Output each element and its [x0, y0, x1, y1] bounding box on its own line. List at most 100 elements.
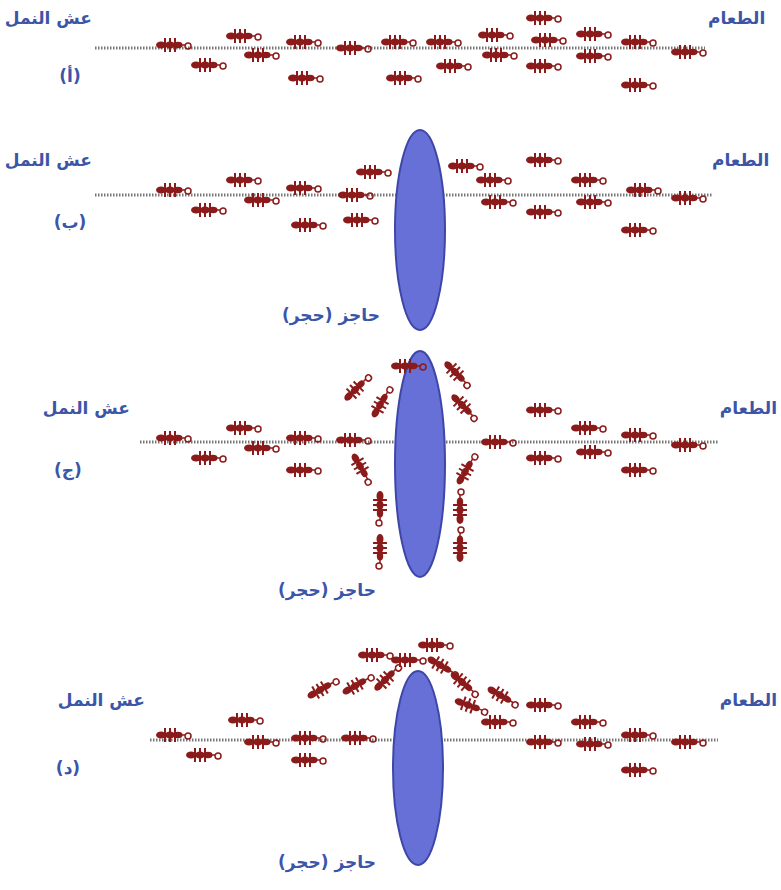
ant — [336, 433, 371, 447]
ant — [286, 431, 321, 445]
ant — [484, 682, 521, 712]
ant — [391, 653, 426, 667]
ant — [226, 173, 261, 187]
ant — [367, 383, 397, 420]
food-label: الطعام — [720, 398, 777, 418]
ant — [621, 35, 656, 49]
ant — [526, 735, 561, 749]
nest-label: عش النمل — [5, 150, 92, 170]
ant — [621, 763, 656, 777]
ant — [288, 71, 323, 85]
ant — [671, 45, 706, 59]
ant — [481, 195, 516, 209]
ant — [343, 213, 378, 227]
ant — [621, 463, 656, 477]
ant — [226, 29, 261, 43]
obstacle-label: حاجز (حجر) — [278, 580, 376, 600]
ant — [571, 421, 606, 435]
ant — [347, 450, 377, 487]
ant — [373, 534, 387, 569]
ant — [156, 183, 191, 197]
ant — [526, 11, 561, 25]
ant — [304, 673, 341, 703]
ant — [391, 359, 426, 373]
ant — [671, 735, 706, 749]
ant — [526, 205, 561, 219]
ant — [576, 27, 611, 41]
ant-group — [156, 638, 706, 777]
ant — [286, 35, 321, 49]
food-label: الطعام — [720, 690, 777, 710]
ant — [671, 438, 706, 452]
panel-letter: (أ) — [59, 66, 80, 86]
ant — [526, 451, 561, 465]
ant — [244, 735, 279, 749]
ant — [186, 748, 221, 762]
ant — [526, 59, 561, 73]
stone-obstacle — [393, 671, 443, 865]
ant — [571, 715, 606, 729]
ant — [291, 218, 326, 232]
ant — [621, 728, 656, 742]
ant — [476, 173, 511, 187]
ant — [339, 669, 376, 699]
ant — [448, 159, 483, 173]
ant — [621, 428, 656, 442]
ant — [576, 195, 611, 209]
ant — [156, 431, 191, 445]
ant — [526, 698, 561, 712]
ant — [482, 48, 517, 62]
ant — [436, 59, 471, 73]
ant — [291, 753, 326, 767]
ant — [228, 713, 263, 727]
ant — [621, 223, 656, 237]
nest-label: عش النمل — [43, 398, 130, 418]
ant — [571, 173, 606, 187]
ant — [381, 35, 416, 49]
ant-group — [156, 11, 706, 92]
ant — [244, 441, 279, 455]
ant — [478, 28, 513, 42]
ant — [531, 33, 566, 47]
ant-group — [156, 357, 706, 569]
obstacle-label: حاجز (حجر) — [278, 852, 376, 872]
ant — [341, 731, 376, 745]
stone-obstacle — [395, 130, 445, 330]
obstacle-label: حاجز (حجر) — [282, 305, 380, 325]
ant — [526, 403, 561, 417]
panel-letter: (د) — [56, 758, 80, 778]
ant — [418, 638, 453, 652]
ant — [447, 390, 482, 425]
ant — [386, 71, 421, 85]
nest-label: عش النمل — [5, 8, 92, 28]
ant — [226, 421, 261, 435]
ant — [244, 48, 279, 62]
ant — [447, 668, 483, 701]
stone-obstacle — [395, 351, 445, 577]
ant — [576, 737, 611, 751]
ant — [626, 183, 661, 197]
ant — [356, 165, 391, 179]
ant — [191, 203, 226, 217]
panel-letter: (ج) — [54, 460, 82, 480]
ant — [286, 463, 321, 477]
ant — [286, 181, 321, 195]
food-label: الطعام — [712, 150, 769, 170]
ant — [358, 648, 393, 662]
ant — [244, 193, 279, 207]
ant — [373, 491, 387, 526]
ant — [440, 357, 475, 392]
ant — [576, 445, 611, 459]
ant — [191, 58, 226, 72]
ant — [481, 715, 516, 729]
ant — [453, 489, 467, 524]
ant — [338, 188, 373, 202]
ant — [156, 38, 191, 52]
ant — [191, 451, 226, 465]
panel-letter: (ب) — [54, 212, 87, 232]
ant — [156, 728, 191, 742]
ant — [291, 731, 326, 745]
ant — [481, 435, 516, 449]
